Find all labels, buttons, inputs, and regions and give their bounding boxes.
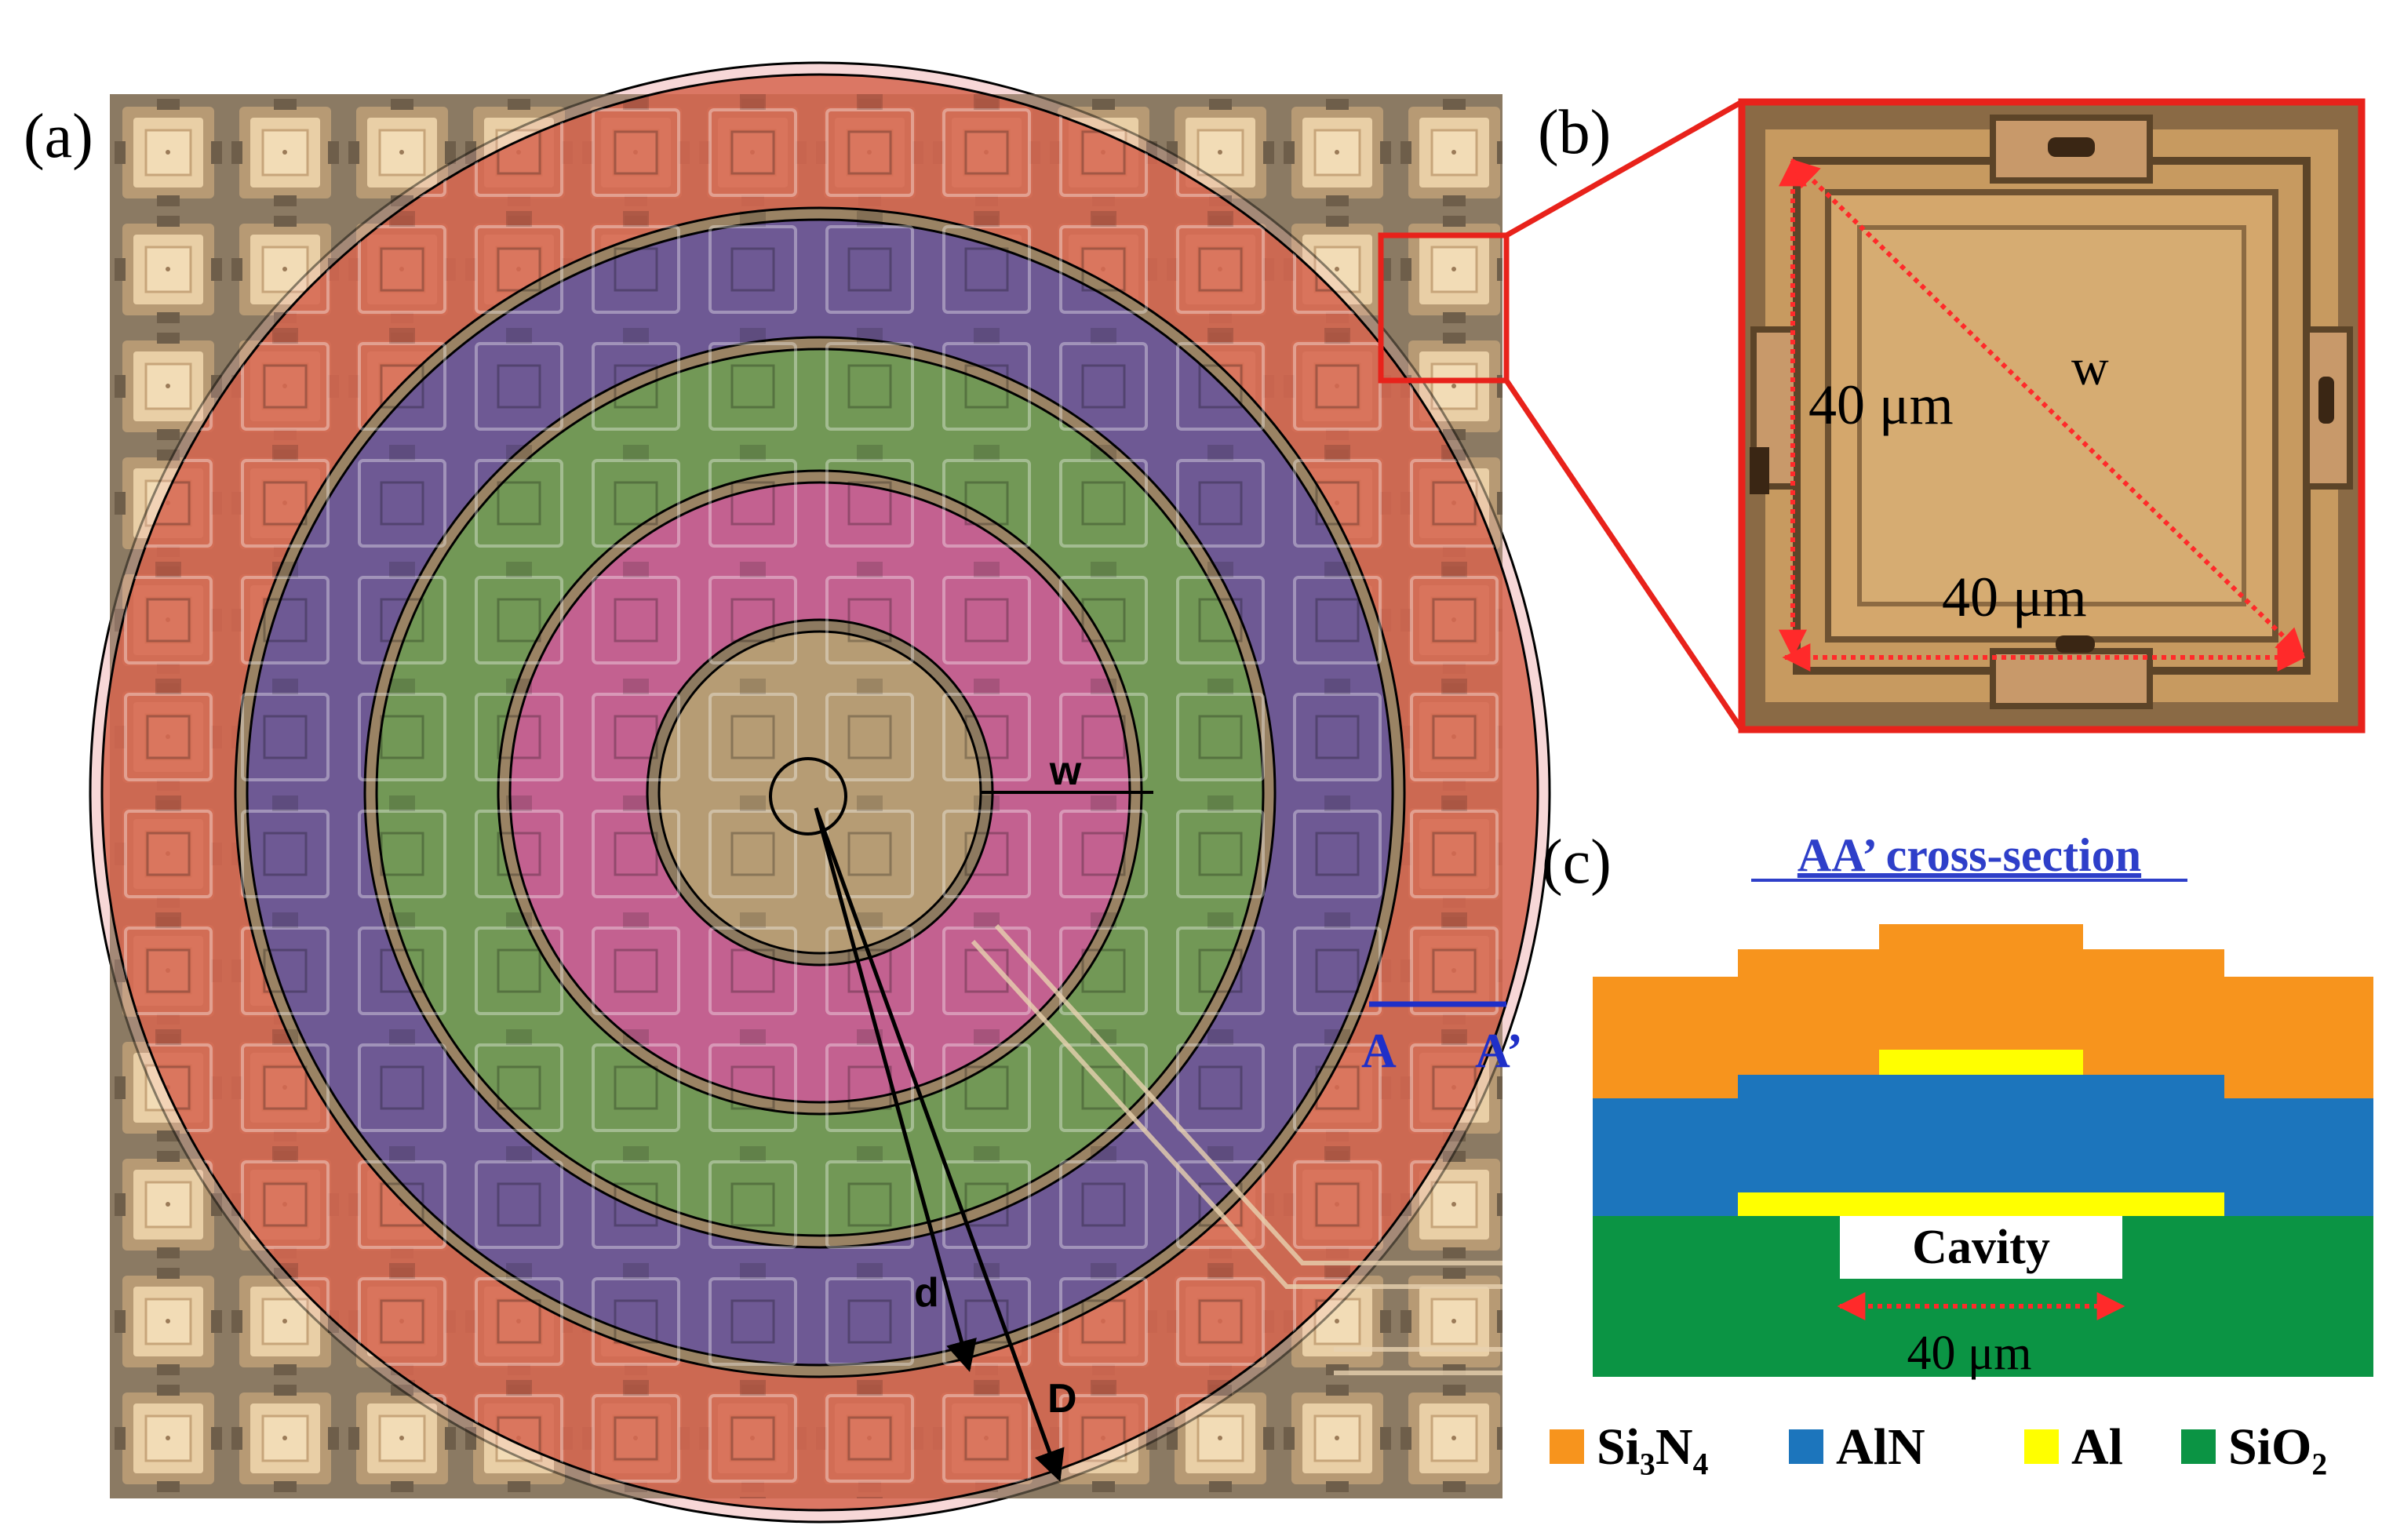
cross-section-title: AA’ cross-section [1797,829,2141,881]
routing-traces [971,923,1502,1375]
center-circle [769,757,847,836]
cavity [1840,1216,2122,1279]
legend-swatch-aln [1789,1429,1823,1464]
legend-label-si3n4: Si₃N₄ [1597,1418,1708,1476]
section-end-label: A’ [1475,1025,1523,1078]
legend-swatch-al [2024,1429,2059,1464]
cavity-width-label: 40 μm [1907,1327,2032,1380]
aln-layer-raised [1738,1075,2224,1102]
legend-label-aln: AlN [1836,1418,1925,1476]
legend-label-sio2: SiO₂ [2228,1418,2327,1476]
sin-layer-step-2 [1879,924,2083,952]
panel-c: (c) AA’ cross-section Cavity 40 μm Si₃N₄… [1542,828,2373,1476]
material-legend: Si₃N₄ AlN Al SiO₂ [1550,1418,2327,1476]
legend-label-al: Al [2071,1418,2123,1476]
legend-swatch-sio2 [2181,1429,2216,1464]
zoom-connector-bottom [1504,379,1744,731]
cavity-label: Cavity [1912,1221,2050,1274]
panel-b-bottom-label: 40 μm [1942,566,2087,628]
al-bottom-electrode [1738,1192,2224,1216]
w-dimension-label: w [1049,748,1082,794]
al-top-electrode [1879,1050,2083,1075]
d-dimension-label: d [914,1270,939,1316]
d-arrow [814,807,977,1372]
panel-b-border [1738,98,2366,734]
panel-a-label: (a) [24,102,93,171]
legend-swatch-si3n4 [1550,1429,1584,1464]
panel-b-side-label: 40 μm [1808,373,1954,436]
panel-b-label: (b) [1538,98,1611,167]
panel-b-w-label: w [2071,339,2109,396]
D-arrow [814,807,1065,1482]
panel-c-label: (c) [1542,828,1612,897]
sin-layer-step-1 [1738,949,2224,981]
zoom-indicator-box [1378,232,1510,384]
D-dimension-label: D [1047,1376,1077,1422]
section-start-label: A [1361,1025,1397,1078]
panel-a: (a) [24,61,1744,1524]
zoom-connector-top [1505,99,1743,238]
panel-b: (b) w 40 μm 40 μm [1538,98,2366,734]
